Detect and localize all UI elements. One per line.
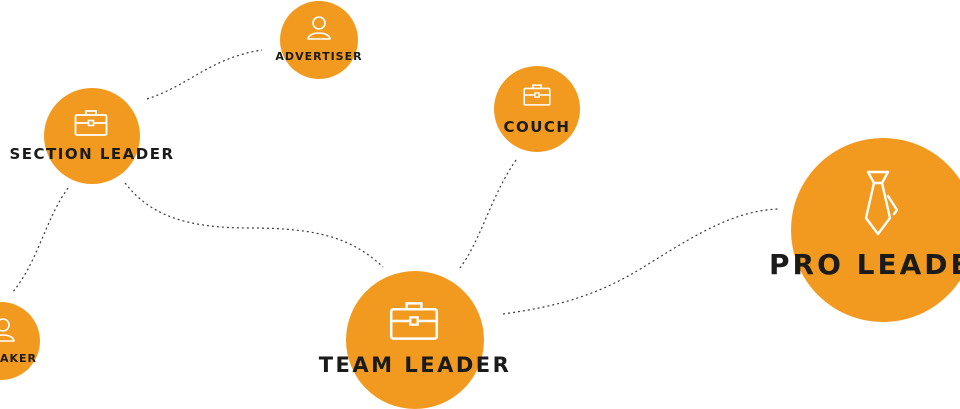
connector-section-to-advertiser bbox=[146, 49, 263, 100]
tie-icon bbox=[864, 170, 899, 236]
connector-couch-to-team bbox=[459, 159, 517, 269]
node-team-leader[interactable]: TEAM LEADER bbox=[319, 271, 509, 409]
connector-section-to-team bbox=[124, 182, 384, 268]
node-couch[interactable]: COUCH bbox=[494, 66, 580, 152]
briefcase-icon bbox=[74, 110, 108, 136]
node-label-team-leader: TEAM LEADER bbox=[318, 353, 512, 377]
node-label-advertiser: ADVERTISER bbox=[275, 50, 363, 63]
connector-team-to-pro bbox=[502, 208, 779, 315]
node-advertiser[interactable]: ADVERTISER bbox=[275, 1, 362, 79]
node-label-couch: COUCH bbox=[503, 118, 571, 136]
user-icon bbox=[0, 318, 15, 342]
node-label-maker: AKER bbox=[0, 352, 38, 365]
user-icon bbox=[307, 16, 331, 40]
node-label-section-leader: SECTION LEADER bbox=[9, 145, 175, 163]
node-pro-leader[interactable]: PRO LEADE bbox=[769, 138, 960, 322]
node-label-pro-leader: PRO LEADE bbox=[769, 248, 960, 281]
node-section-leader[interactable]: SECTION LEADER bbox=[9, 88, 173, 184]
briefcase-icon bbox=[523, 84, 551, 106]
briefcase-icon bbox=[389, 302, 439, 340]
connector-section-to-maker bbox=[11, 187, 69, 294]
